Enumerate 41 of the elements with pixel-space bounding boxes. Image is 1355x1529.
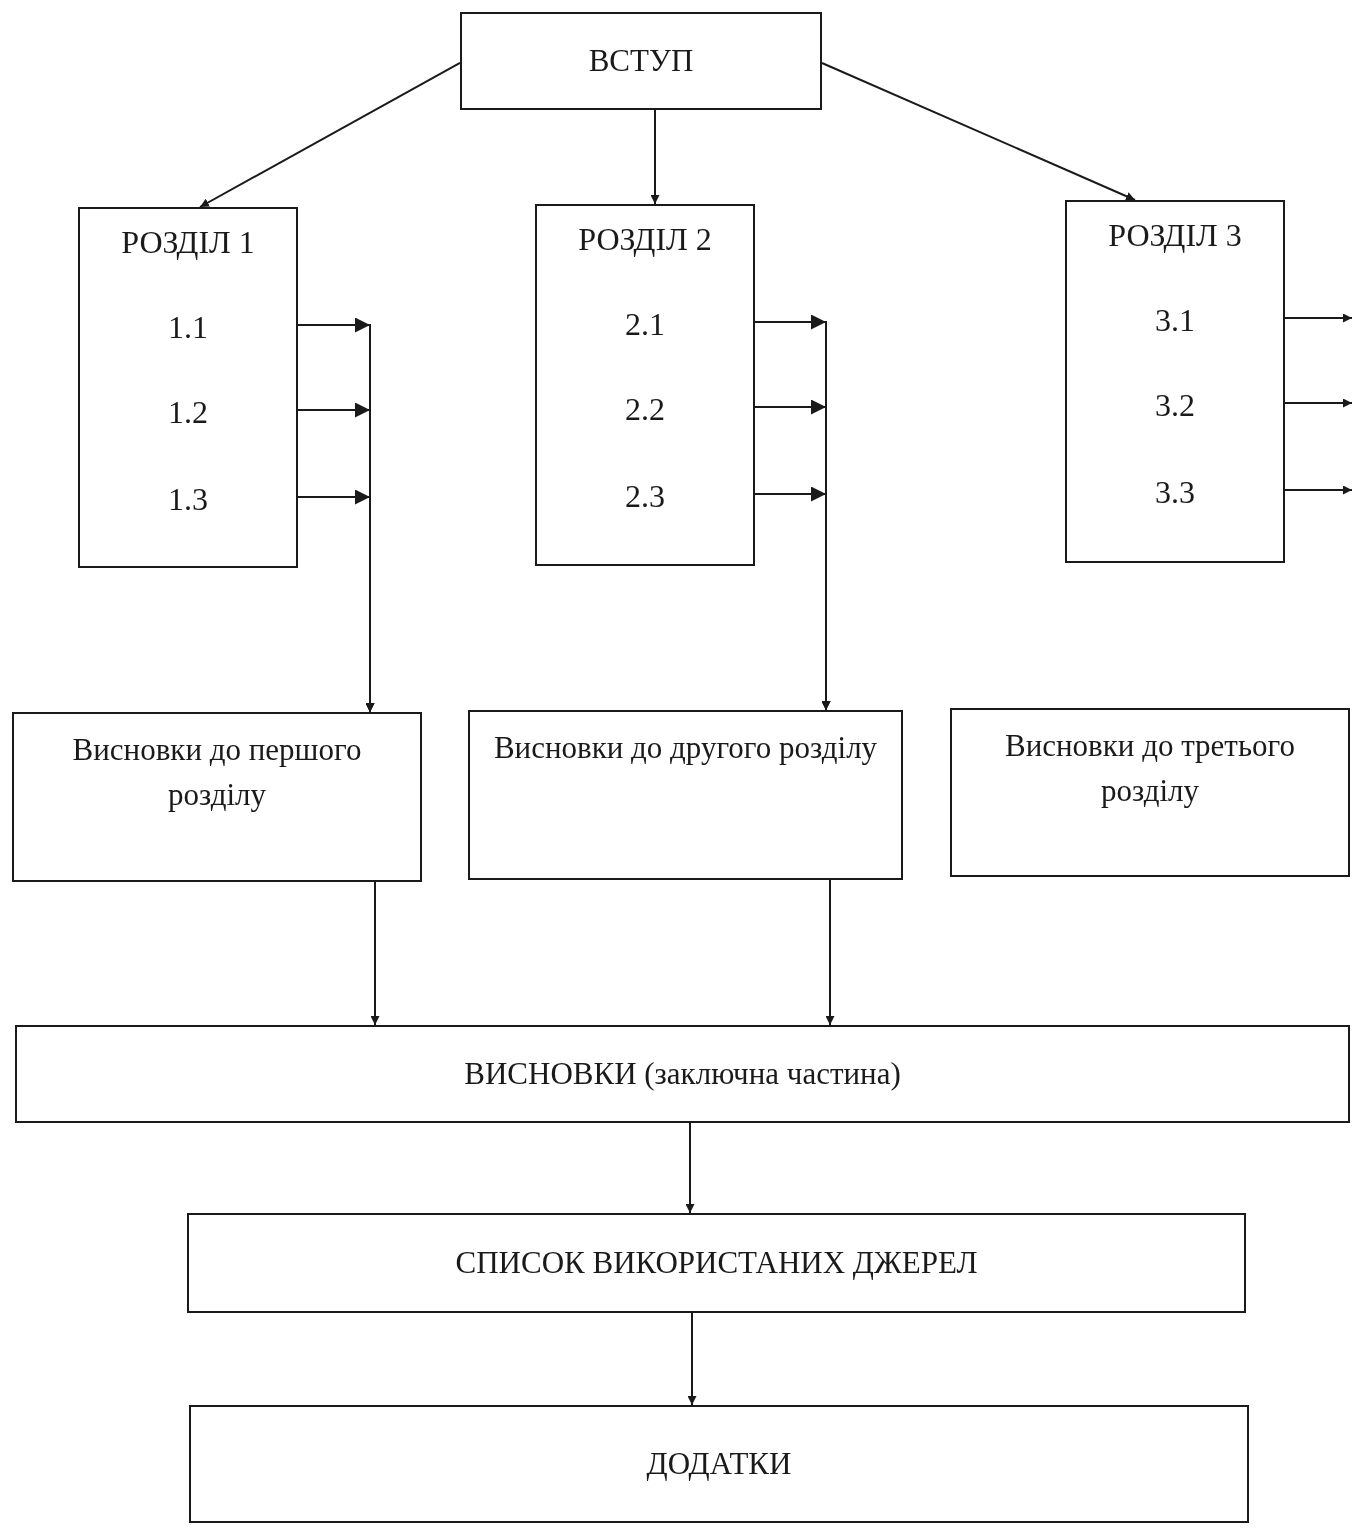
box-label: СПИСОК ВИКОРИСТАНИХ ДЖЕРЕЛ — [455, 1243, 978, 1282]
box-label: ВСТУП — [588, 41, 694, 80]
subsection-number: 2.1 — [625, 305, 665, 344]
process-box — [187, 1213, 1246, 1313]
arrow — [297, 490, 375, 713]
section-title: РОЗДІЛ 1 — [121, 223, 255, 262]
subsection-number: 1.1 — [168, 308, 208, 347]
arrow — [650, 109, 660, 205]
process-box — [460, 12, 822, 110]
subsection-number: 1.2 — [168, 393, 208, 432]
box-label: Висновки до третього розділу — [1004, 727, 1296, 810]
box-label: ДОДАТКИ — [646, 1444, 792, 1483]
subsection-number: 2.2 — [625, 390, 665, 429]
arrow — [825, 879, 835, 1026]
process-box — [950, 708, 1350, 877]
subsection-number: 1.3 — [168, 480, 208, 519]
process-box — [12, 712, 422, 882]
arrow — [685, 1122, 695, 1214]
section-box — [535, 204, 755, 566]
arrow — [370, 881, 380, 1026]
process-box — [468, 710, 903, 880]
subsection-number: 3.1 — [1155, 301, 1195, 340]
arrow — [1284, 313, 1353, 323]
process-box — [189, 1405, 1249, 1523]
section-box — [1065, 200, 1285, 563]
arrow — [821, 61, 1136, 201]
subsection-number: 2.3 — [625, 477, 665, 516]
subsection-number: 3.3 — [1155, 473, 1195, 512]
arrow — [1284, 485, 1353, 495]
arrow — [687, 1312, 697, 1406]
arrow — [754, 487, 831, 711]
box-label: ВИСНОВКИ (заключна частина) — [464, 1054, 901, 1093]
section-title: РОЗДІЛ 2 — [578, 220, 712, 259]
arrow — [199, 61, 461, 208]
process-box — [15, 1025, 1350, 1123]
section-title: РОЗДІЛ 3 — [1108, 216, 1242, 255]
arrow — [1284, 398, 1353, 408]
section-box — [78, 207, 298, 568]
box-label: Висновки до першого розділу — [71, 731, 363, 814]
subsection-number: 3.2 — [1155, 386, 1195, 425]
box-label: Висновки до другого розділу — [493, 729, 878, 767]
